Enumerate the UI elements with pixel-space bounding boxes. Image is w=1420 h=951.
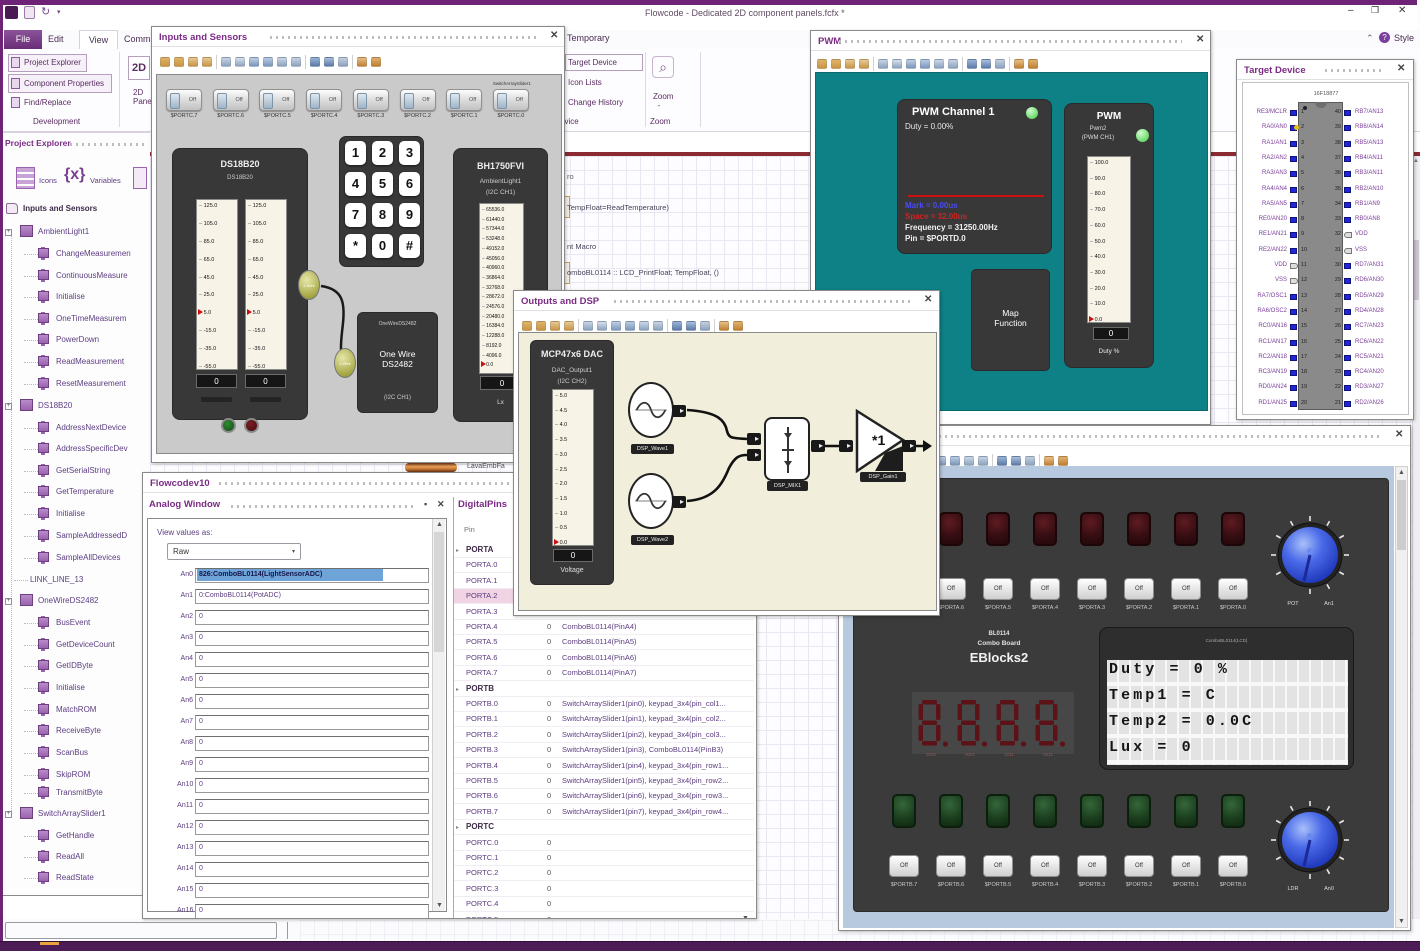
svg-text:*1: *1 (872, 432, 885, 448)
